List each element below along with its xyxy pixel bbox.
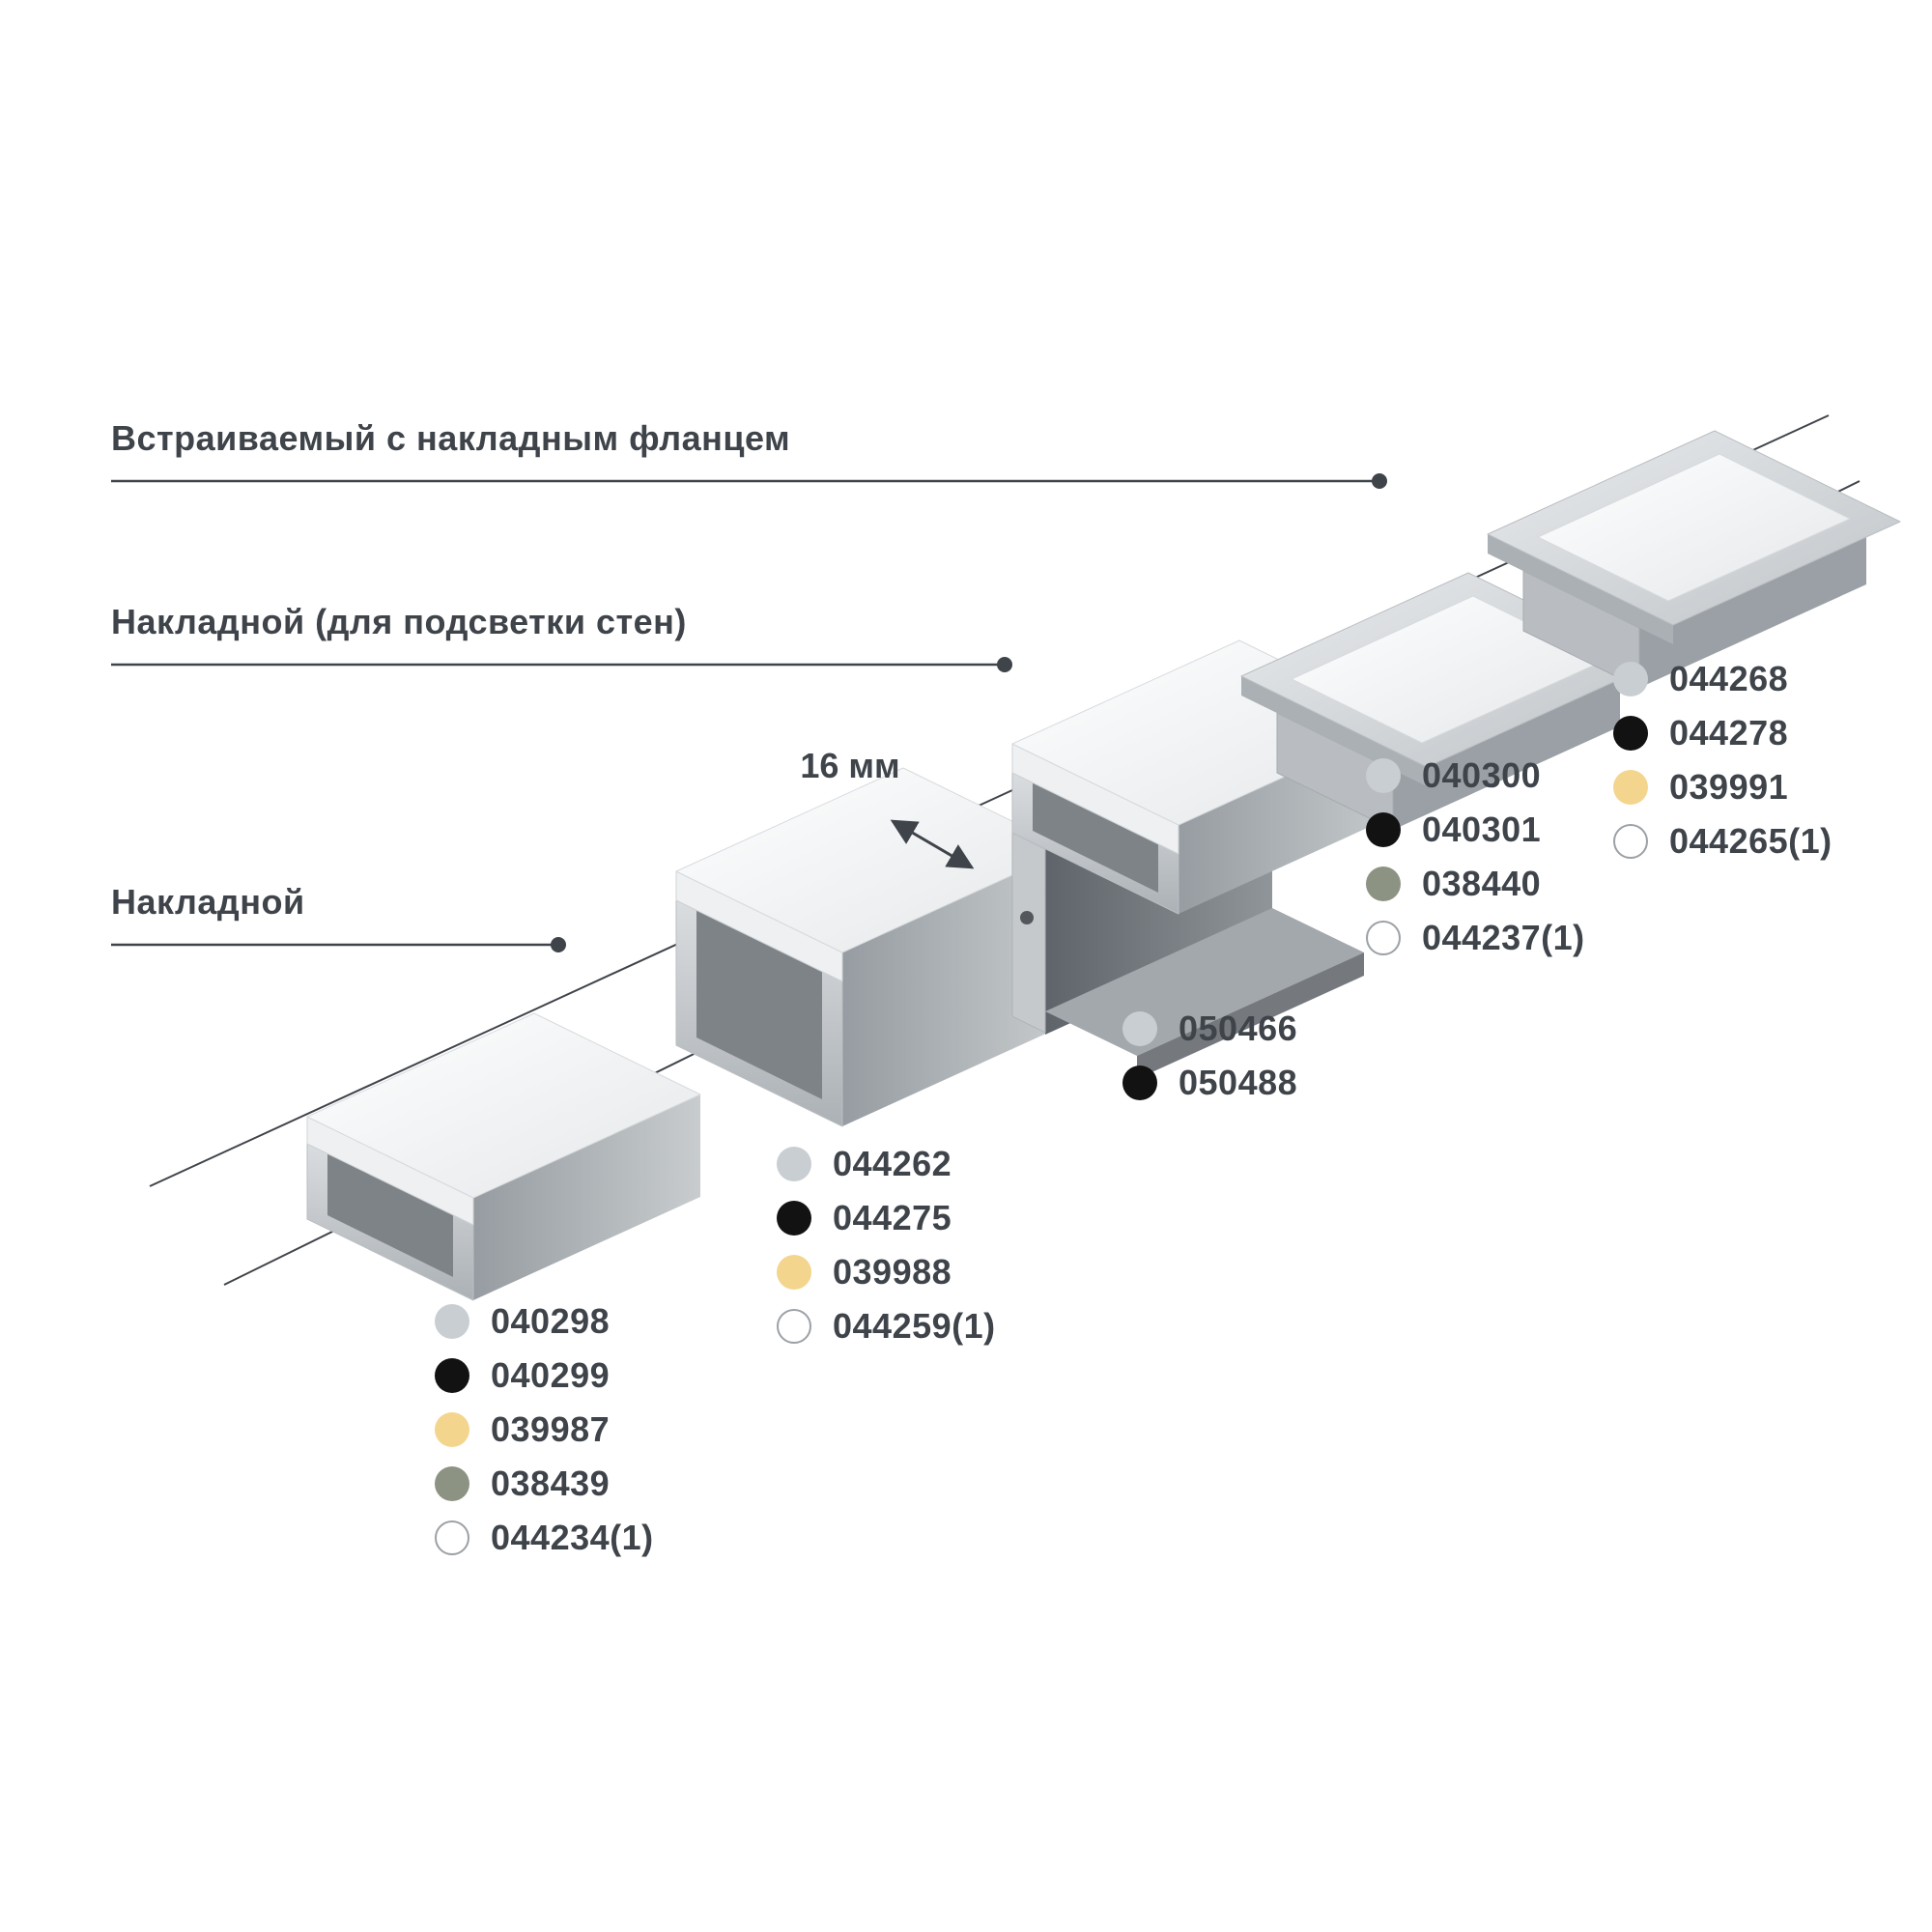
article-code: 050488 — [1179, 1063, 1298, 1102]
dimension-label: 16 мм — [800, 746, 900, 785]
leader-dot — [551, 937, 566, 952]
article-code: 044262 — [833, 1144, 952, 1183]
leader-dot — [997, 657, 1012, 672]
article-code: 038440 — [1422, 864, 1542, 903]
article-code: 040299 — [491, 1355, 611, 1395]
profile-recessed-b — [1487, 430, 1901, 689]
legend-item: 044237(1) — [1366, 918, 1585, 957]
legend-item: 050488 — [1122, 1063, 1298, 1102]
legend-item: 040301 — [1366, 810, 1585, 849]
article-code: 039987 — [491, 1409, 611, 1449]
color-dot-black — [1122, 1065, 1157, 1100]
legend-item: 044259(1) — [777, 1306, 996, 1346]
color-dot-black — [435, 1358, 469, 1393]
article-code: 044237(1) — [1422, 918, 1585, 957]
legend-item: 040298 — [435, 1301, 654, 1341]
legend-item: 050466 — [1122, 1009, 1298, 1048]
legend-item: 040299 — [435, 1355, 654, 1395]
color-dot-black — [1366, 812, 1401, 847]
profile-surface-high — [675, 767, 1070, 1127]
legend-wall: 050466 050488 — [1122, 1009, 1298, 1102]
legend-item: 044262 — [777, 1144, 996, 1183]
color-dot-black — [1613, 716, 1648, 751]
label-recessed-flange: Встраиваемый с накладным фланцем — [111, 418, 791, 458]
leader-lines — [111, 473, 1387, 952]
diffuser-cover — [1537, 453, 1851, 602]
legend-item: 044268 — [1613, 659, 1833, 698]
color-dot-black — [777, 1201, 811, 1236]
article-code: 050466 — [1179, 1009, 1298, 1048]
legend-item: 038439 — [435, 1463, 654, 1503]
color-dot-yellow — [435, 1412, 469, 1447]
mounting-hole — [1020, 911, 1034, 924]
article-code: 040298 — [491, 1301, 611, 1341]
article-code: 044234(1) — [491, 1518, 654, 1557]
color-dot-gray — [777, 1147, 811, 1181]
legend-item: 038440 — [1366, 864, 1585, 903]
leader-dot — [1372, 473, 1387, 489]
color-dot-white — [1613, 824, 1648, 859]
profile-surface-low — [306, 1012, 701, 1301]
label-surface-wall: Накладной (для подсветки стен) — [111, 602, 687, 641]
label-surface: Накладной — [111, 882, 305, 922]
color-dot-white — [1366, 921, 1401, 955]
color-dot-olive — [1366, 867, 1401, 901]
article-code: 040300 — [1422, 755, 1542, 795]
color-dot-olive — [435, 1466, 469, 1501]
article-code: 039988 — [833, 1252, 952, 1292]
color-dot-white — [435, 1520, 469, 1555]
article-code: 044275 — [833, 1198, 952, 1237]
legend-item: 040300 — [1366, 755, 1585, 795]
legend-item: 044275 — [777, 1198, 996, 1237]
color-dot-white — [777, 1309, 811, 1344]
legend-item: 039987 — [435, 1409, 654, 1449]
legend-item: 039988 — [777, 1252, 996, 1292]
legend-surface-low: 040298 040299 039987 038439 044234(1) — [435, 1301, 654, 1557]
profile-wall — [1011, 639, 1406, 1079]
color-dot-gray — [435, 1304, 469, 1339]
legend-surface-high: 044262 044275 039988 044259(1) — [777, 1144, 996, 1346]
article-code: 038439 — [491, 1463, 611, 1503]
legend-item: 044278 — [1613, 713, 1833, 753]
color-dot-yellow — [1613, 770, 1648, 805]
legend-item: 044234(1) — [435, 1518, 654, 1557]
color-dot-gray — [1613, 662, 1648, 696]
diffuser-cover — [306, 1012, 701, 1199]
dimension-arrow — [890, 819, 975, 869]
article-code: 044268 — [1669, 659, 1789, 698]
article-code: 044278 — [1669, 713, 1789, 753]
legend-item: 039991 — [1613, 767, 1833, 807]
color-dot-yellow — [777, 1255, 811, 1290]
legend-recessed-a: 040300 040301 038440 044237(1) — [1366, 755, 1585, 957]
color-dot-gray — [1366, 758, 1401, 793]
article-code: 040301 — [1422, 810, 1542, 849]
legend-recessed-b: 044268 044278 039991 044265(1) — [1613, 659, 1833, 861]
color-dot-gray — [1122, 1011, 1157, 1046]
article-code: 039991 — [1669, 767, 1789, 807]
article-code: 044259(1) — [833, 1306, 996, 1346]
legend-item: 044265(1) — [1613, 821, 1833, 861]
article-code: 044265(1) — [1669, 821, 1833, 861]
